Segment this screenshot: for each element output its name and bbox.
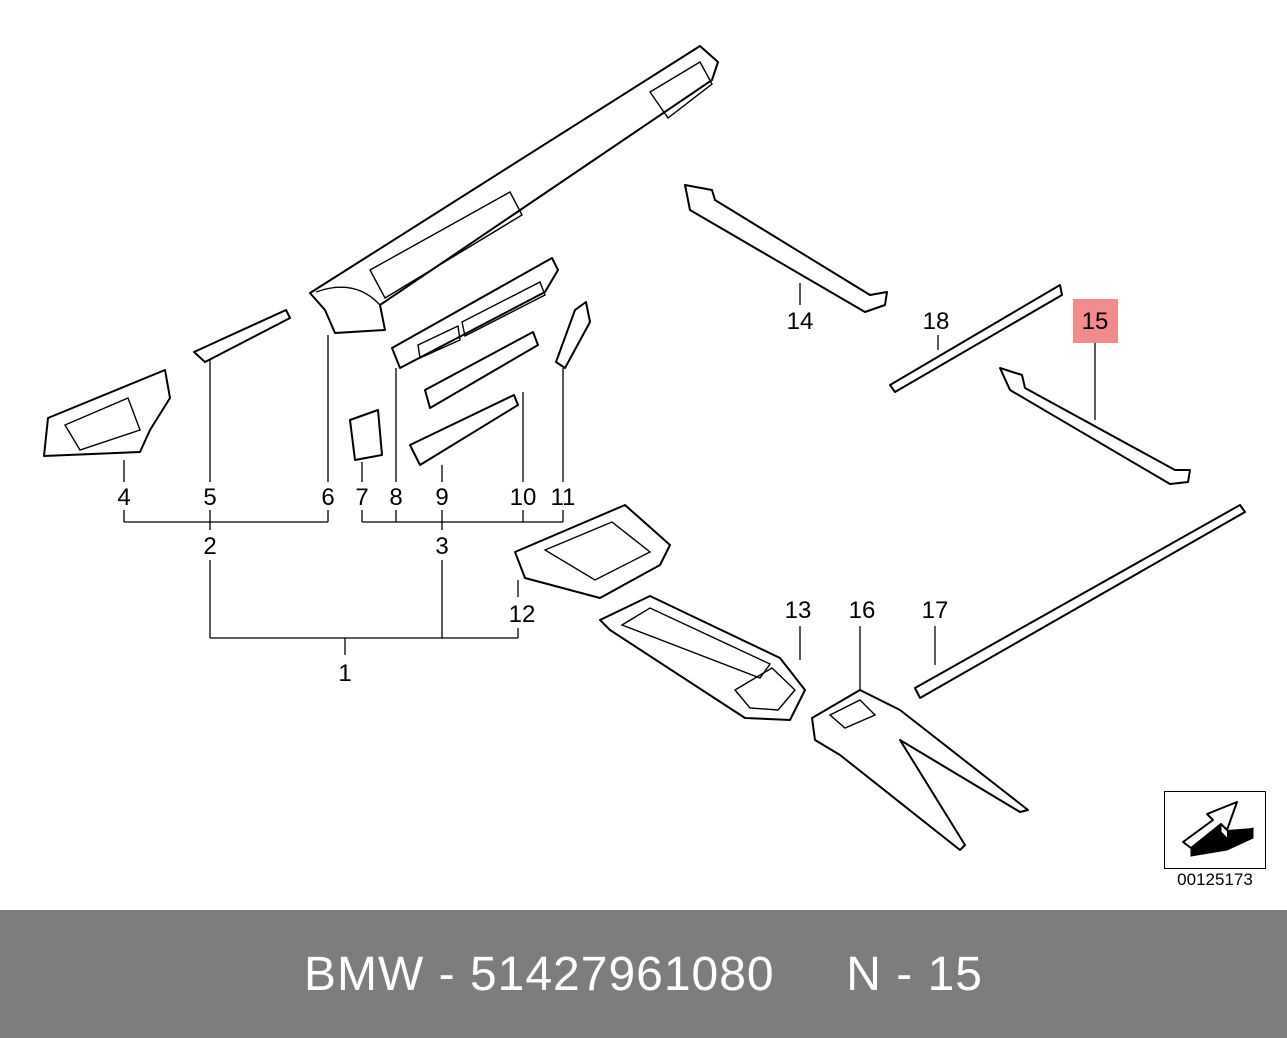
highlight-box bbox=[1073, 299, 1118, 343]
footer-bar: BMW - 51427961080 N - 15 bbox=[0, 910, 1287, 1038]
callout-label: 11 bbox=[551, 484, 576, 511]
callout-label: 9 bbox=[435, 484, 448, 511]
callout-label: 16 bbox=[849, 597, 876, 624]
callout-label: 17 bbox=[922, 597, 949, 624]
trim-strip-14 bbox=[684, 184, 888, 313]
trim-strip-17 bbox=[914, 504, 1246, 699]
callout-label: 18 bbox=[923, 308, 950, 335]
callout-label: 12 bbox=[509, 601, 536, 628]
parts-diagram: 1 2 3 4 5 6 7 8 9 10 11 12 13 14 15 16 1… bbox=[43, 45, 1246, 851]
callout-label: 8 bbox=[389, 484, 402, 511]
front-direction-arrow-icon bbox=[1182, 801, 1254, 858]
callout-labels: 1 2 3 4 5 6 7 8 9 10 11 12 13 14 15 16 1… bbox=[117, 308, 1108, 687]
trim-piece-11 bbox=[555, 301, 591, 369]
callout-label: 3 bbox=[435, 533, 448, 560]
trim-strip-18 bbox=[889, 284, 1063, 393]
center-vent-trim bbox=[391, 257, 559, 369]
dashboard-trim-panel bbox=[309, 45, 719, 334]
leader-lines bbox=[123, 283, 1096, 690]
callout-label: 7 bbox=[355, 484, 368, 511]
trim-strip-15 bbox=[999, 367, 1191, 485]
orientation-box bbox=[1164, 791, 1266, 869]
footer-title: BMW - 51427961080 N - 15 bbox=[304, 947, 983, 1001]
callout-label: 1 bbox=[338, 660, 351, 687]
trim-piece-16 bbox=[811, 689, 1029, 851]
trim-strip-5 bbox=[193, 309, 291, 363]
callout-label: 15 bbox=[1082, 308, 1109, 335]
reference-number: 00125173 bbox=[1177, 870, 1253, 889]
trim-piece-10 bbox=[424, 331, 539, 409]
callout-label: 2 bbox=[203, 533, 216, 560]
trim-piece-7 bbox=[349, 409, 383, 461]
callout-label: 13 bbox=[785, 597, 812, 624]
callout-label: 10 bbox=[510, 484, 537, 511]
callout-label: 5 bbox=[203, 484, 216, 511]
callout-label: 6 bbox=[321, 484, 334, 511]
center-console-trim bbox=[514, 504, 671, 599]
console-trim-13 bbox=[599, 595, 806, 721]
callout-label: 4 bbox=[117, 484, 130, 511]
trim-piece-9 bbox=[409, 394, 519, 466]
left-vent-trim bbox=[43, 369, 171, 457]
callout-label: 14 bbox=[787, 308, 814, 335]
